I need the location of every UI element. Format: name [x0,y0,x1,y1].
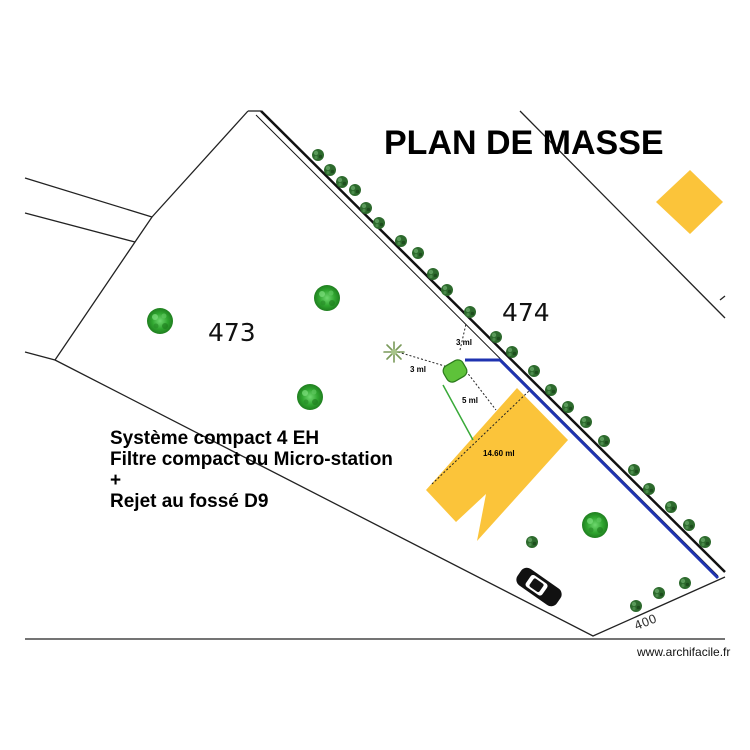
small-tree-icon [699,536,711,548]
small-tree-icon [349,184,361,196]
large-tree-icon [297,384,323,410]
dimension-house-length: 14.60 ml [483,449,515,458]
large-tree-icon [314,285,340,311]
credit-text: www.archifacile.fr [636,645,730,659]
car-icon [516,567,562,607]
large-tree-icon [582,512,608,538]
small-tree-icon [412,247,424,259]
large-tree-icon [147,308,173,334]
small-tree-icon [373,217,385,229]
hedge-row [312,149,711,612]
parcel-boundaries [24,110,726,637]
dimension-road-edge: 400 [632,611,658,633]
small-tree-icon [336,176,348,188]
small-tree-icon [630,600,642,612]
note-line: Filtre compact ou Micro-station [110,449,393,470]
small-tree-icon [545,384,557,396]
septic-tank-icon [442,359,468,383]
page-title: PLAN DE MASSE [384,124,664,162]
small-tree-icon [528,365,540,377]
small-tree-icon [490,331,502,343]
note-line: Système compact 4 EH [110,428,320,449]
small-tree-icon [441,284,453,296]
small-tree-icon [526,536,538,548]
small-tree-icon [312,149,324,161]
parcel-label-main: 473 [208,318,256,347]
small-tree-icon [580,416,592,428]
dimension-lines [397,323,531,485]
small-tree-icon [464,306,476,318]
shrub-icon [383,341,405,363]
note-line: Rejet au fossé D9 [110,491,269,512]
small-tree-icon [653,587,665,599]
system-notes: Système compact 4 EH Filtre compact ou M… [110,428,393,512]
dimension-top: 3 ml [456,338,472,347]
house [426,388,568,541]
small-tree-icon [427,268,439,280]
connection-line [442,384,474,441]
small-tree-icon [562,401,574,413]
small-tree-icon [683,519,695,531]
small-tree-icon [395,235,407,247]
dimension-left: 3 ml [410,365,426,374]
small-tree-icon [506,346,518,358]
drain-pipe [465,358,720,580]
small-tree-icon [598,435,610,447]
neighbor-building [656,170,723,234]
small-tree-icon [628,464,640,476]
small-tree-icon [665,501,677,513]
dimension-down: 5 ml [462,396,478,405]
small-tree-icon [643,483,655,495]
note-line: + [110,470,122,491]
small-tree-icon [360,202,372,214]
small-tree-icon [324,164,336,176]
small-tree-icon [679,577,691,589]
parcel-label-neighbor: 474 [502,298,550,327]
